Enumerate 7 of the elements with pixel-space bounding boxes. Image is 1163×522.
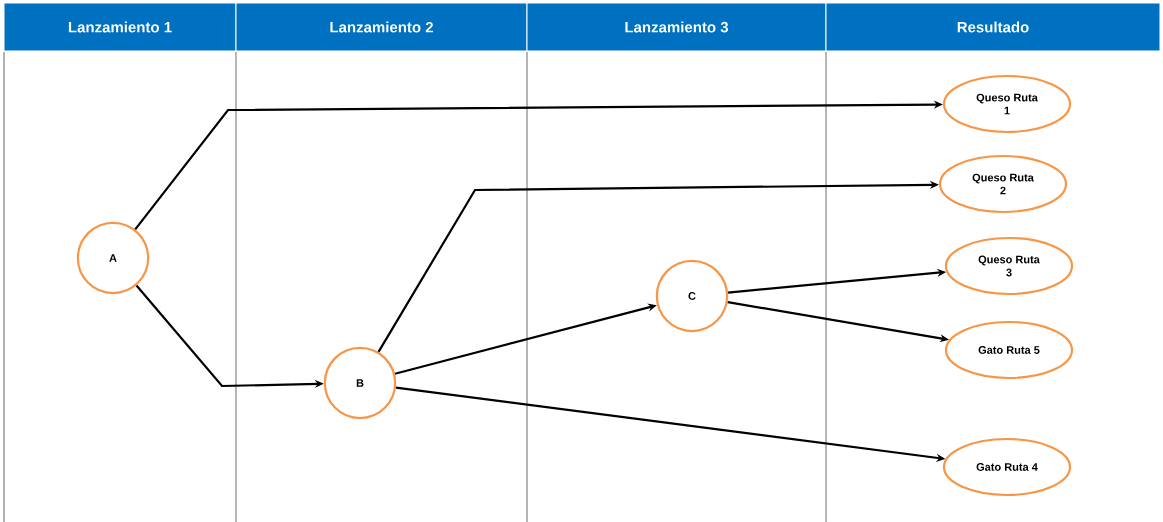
circle-node: A	[76, 221, 150, 295]
column-header: Resultado	[825, 2, 1161, 52]
circle-node: C	[655, 259, 729, 333]
column-header: Lanzamiento 3	[526, 2, 827, 52]
circle-node: B	[323, 346, 397, 420]
column-header: Lanzamiento 1	[3, 2, 237, 52]
column-header: Lanzamiento 2	[235, 2, 528, 52]
